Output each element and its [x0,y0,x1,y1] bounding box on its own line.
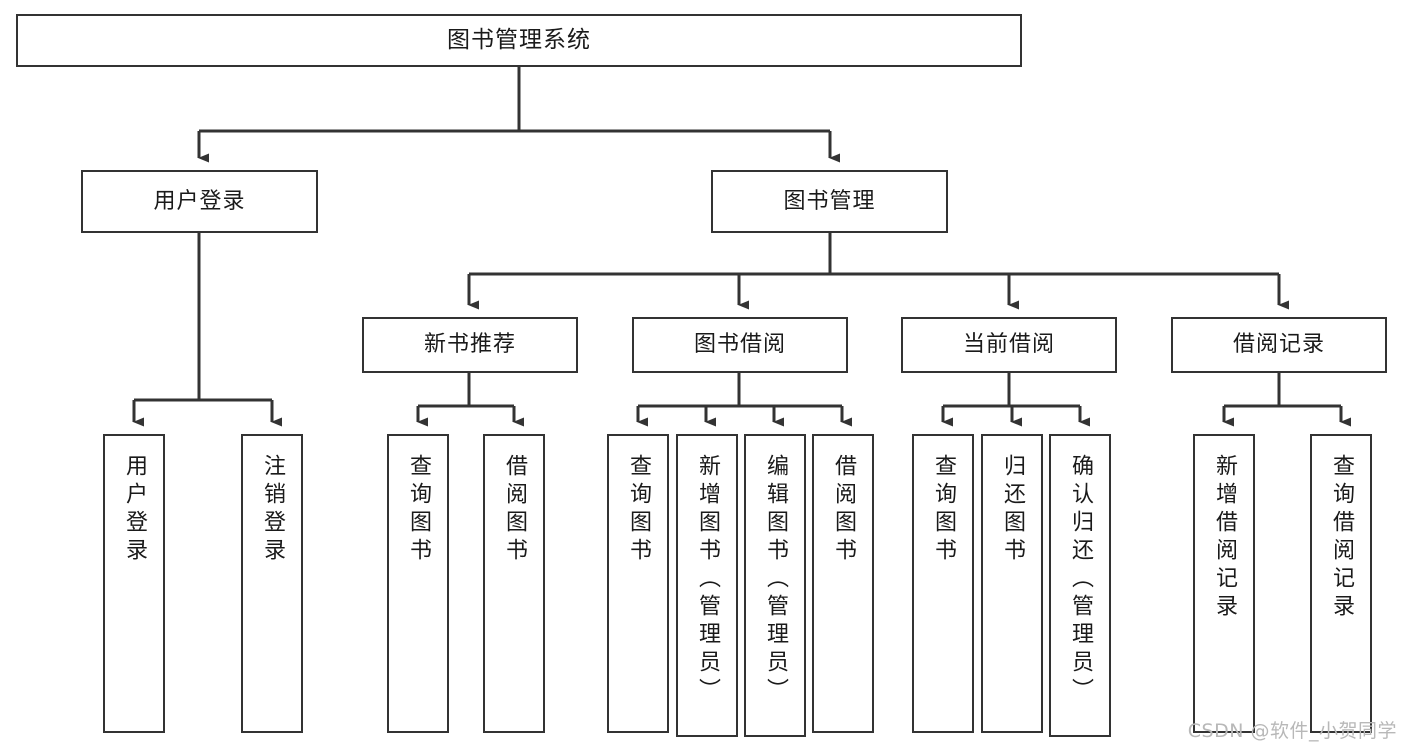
node-label: 图书管理 [783,188,876,214]
node-label: 新增图书（管理员） [695,454,720,706]
node-label: 借阅图书 [502,454,527,566]
node-label: 新书推荐 [423,332,516,358]
node-root-book-management-system[interactable]: 图书管理系统 [16,14,1022,67]
node-label: 查询借阅记录 [1329,454,1354,622]
node-leaf-query-books-current[interactable]: 查询图书 [912,434,974,733]
node-leaf-user-login[interactable]: 用户登录 [103,434,165,733]
node-leaf-return-books[interactable]: 归还图书 [981,434,1043,733]
node-leaf-query-books-recommend[interactable]: 查询图书 [387,434,449,733]
node-label: 查询图书 [626,454,651,566]
node-label: 图书借阅 [693,332,786,358]
node-user-login[interactable]: 用户登录 [81,170,318,233]
node-leaf-query-books-borrow[interactable]: 查询图书 [607,434,669,733]
csdn-watermark: CSDN @软件_小贺同学 [1187,720,1397,742]
node-label: 确认归还（管理员） [1068,454,1093,706]
node-leaf-borrow-books[interactable]: 借阅图书 [812,434,874,733]
node-label: 用户登录 [153,188,246,214]
node-current-borrowing[interactable]: 当前借阅 [901,317,1117,373]
node-leaf-logout[interactable]: 注销登录 [241,434,303,733]
node-leaf-borrow-books-recommend[interactable]: 借阅图书 [483,434,545,733]
node-label: 查询图书 [931,454,956,566]
node-label: 新增借阅记录 [1212,454,1237,622]
node-book-borrowing[interactable]: 图书借阅 [632,317,848,373]
node-leaf-confirm-return-admin[interactable]: 确认归还（管理员） [1049,434,1111,737]
node-label: 查询图书 [406,454,431,566]
node-label: 图书管理系统 [447,27,591,54]
node-label: 归还图书 [1000,454,1025,566]
node-label: 编辑图书（管理员） [763,454,788,706]
node-label: 注销登录 [260,454,285,566]
node-label: 借阅图书 [831,454,856,566]
node-leaf-query-borrow-record[interactable]: 查询借阅记录 [1310,434,1372,733]
node-leaf-add-borrow-record[interactable]: 新增借阅记录 [1193,434,1255,733]
node-label: 借阅记录 [1232,332,1325,358]
node-borrowing-record[interactable]: 借阅记录 [1171,317,1387,373]
node-label: 当前借阅 [962,332,1055,358]
node-leaf-add-book-admin[interactable]: 新增图书（管理员） [676,434,738,737]
node-new-book-recommendation[interactable]: 新书推荐 [362,317,578,373]
node-label: 用户登录 [122,454,147,566]
node-leaf-edit-book-admin[interactable]: 编辑图书（管理员） [744,434,806,737]
node-book-management[interactable]: 图书管理 [711,170,948,233]
